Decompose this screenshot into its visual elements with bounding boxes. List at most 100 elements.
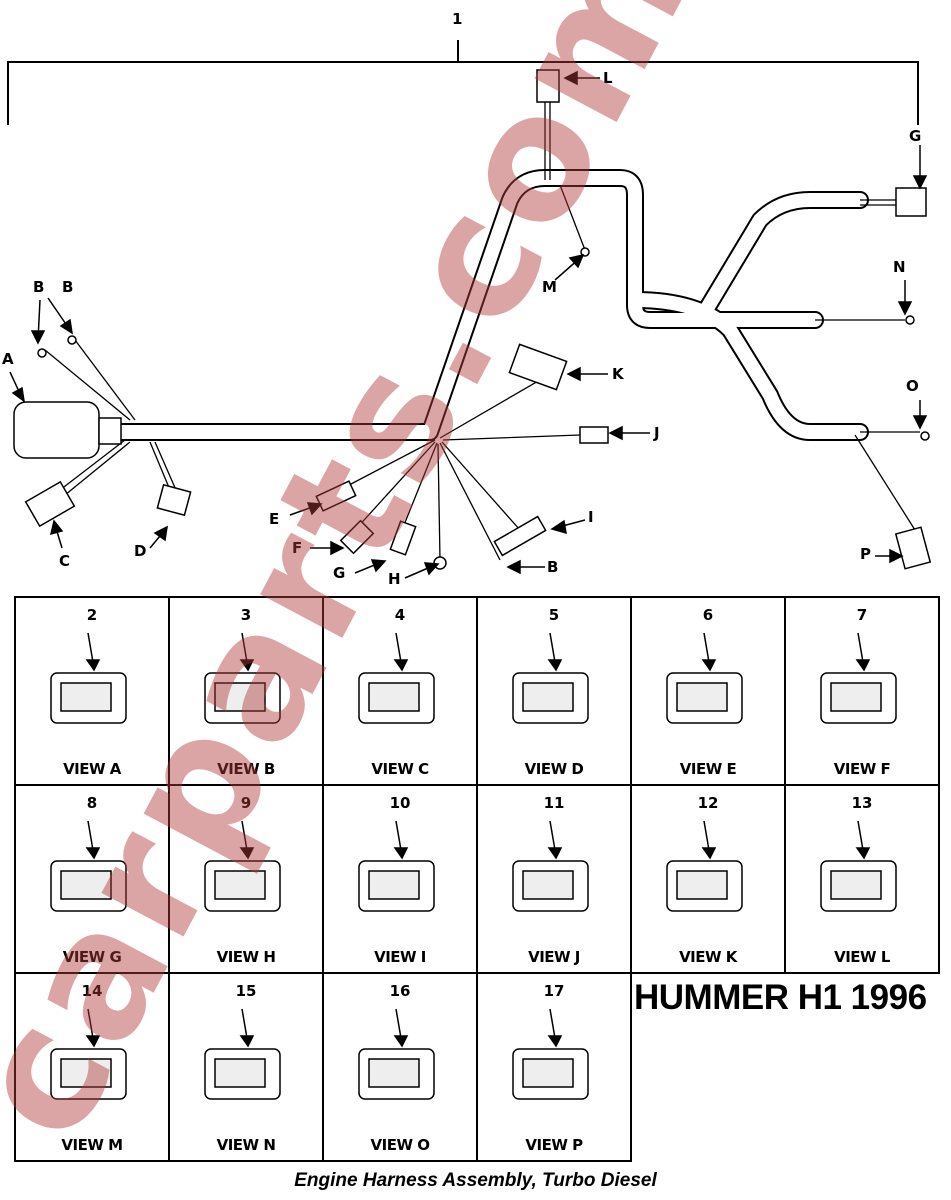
view-cell-h: 9 VIEW H	[168, 784, 324, 974]
label-f: F	[292, 539, 303, 557]
callout-number: 4	[394, 606, 406, 624]
view-cell-e: 6 VIEW E	[630, 596, 786, 786]
callout-arrows	[9, 70, 928, 579]
view-label: VIEW M	[61, 1136, 123, 1154]
label-e: E	[269, 510, 280, 528]
callout-number: 15	[235, 982, 257, 1000]
view-cell-f: 7 VIEW F	[784, 596, 940, 786]
callout-number: 3	[240, 606, 252, 624]
view-label: VIEW O	[370, 1136, 430, 1154]
connector-f	[339, 519, 375, 555]
view-cell-b: 3 VIEW B	[168, 596, 324, 786]
diagram-caption: Engine Harness Assembly, Turbo Diesel	[294, 1170, 657, 1191]
part-illustration	[204, 820, 281, 912]
part-illustration	[512, 820, 589, 912]
label-h: H	[388, 570, 401, 588]
callout-number: 16	[389, 982, 411, 1000]
part-illustration	[358, 820, 435, 912]
view-label: VIEW I	[374, 948, 426, 966]
view-label: VIEW P	[525, 1136, 583, 1154]
part-illustration	[512, 1008, 589, 1100]
view-cell-j: 11 VIEW J	[476, 784, 632, 974]
label-o: O	[906, 377, 919, 395]
callout-number: 11	[543, 794, 565, 812]
callout-number: 9	[240, 794, 252, 812]
view-cell-m: 14 VIEW M	[14, 972, 170, 1162]
view-label: VIEW B	[217, 760, 275, 778]
view-label: VIEW D	[524, 760, 584, 778]
view-label: VIEW L	[834, 948, 890, 966]
view-cell-o: 16 VIEW O	[322, 972, 478, 1162]
callout-number: 10	[389, 794, 411, 812]
part-illustration	[358, 632, 435, 724]
connector-c	[24, 480, 76, 528]
label-c: C	[59, 552, 71, 570]
assembly-number: 1	[452, 10, 463, 28]
connector-g-right	[895, 187, 927, 217]
label-b: B	[33, 278, 45, 296]
callout-number: 17	[543, 982, 565, 1000]
connector-g-left	[389, 520, 417, 556]
view-label: VIEW C	[371, 760, 429, 778]
view-label: VIEW E	[679, 760, 737, 778]
part-illustration	[50, 632, 127, 724]
label-l: L	[603, 69, 613, 87]
connector-d	[156, 483, 192, 517]
callout-number: 8	[86, 794, 98, 812]
callout-number: 14	[81, 982, 103, 1000]
view-cell-d: 5 VIEW D	[476, 596, 632, 786]
callout-number: 6	[702, 606, 714, 624]
part-illustration	[512, 632, 589, 724]
part-illustration	[820, 632, 897, 724]
label-m: M	[542, 278, 557, 296]
label-p: P	[860, 545, 871, 563]
connector-j	[579, 426, 609, 444]
callout-number: 12	[697, 794, 719, 812]
label-g-right: G	[909, 127, 922, 145]
harness-diagram	[7, 40, 932, 579]
view-cell-a: 2 VIEW A	[14, 596, 170, 786]
part-illustration	[50, 820, 127, 912]
view-label: VIEW H	[216, 948, 276, 966]
label-b-right: B	[547, 558, 559, 576]
part-illustration	[820, 820, 897, 912]
part-illustration	[666, 820, 743, 912]
label-g: G	[333, 564, 346, 582]
label-k: K	[612, 365, 624, 383]
label-i: I	[588, 508, 594, 526]
view-cell-i: 10 VIEW I	[322, 784, 478, 974]
part-illustration	[50, 1008, 127, 1100]
view-label: VIEW J	[528, 948, 580, 966]
harness-trunks	[111, 169, 869, 441]
connector-p	[894, 526, 932, 570]
connector-k	[508, 343, 568, 391]
connector-a	[13, 401, 100, 459]
part-illustration	[204, 632, 281, 724]
view-cell-g: 8 VIEW G	[14, 784, 170, 974]
part-illustration	[358, 1008, 435, 1100]
label-n: N	[893, 258, 906, 276]
part-illustration	[204, 1008, 281, 1100]
callout-number: 5	[548, 606, 560, 624]
connector-l	[536, 69, 560, 103]
view-label: VIEW K	[679, 948, 737, 966]
callout-number: 13	[851, 794, 873, 812]
connector-e	[315, 480, 357, 512]
view-label: VIEW G	[62, 948, 122, 966]
view-cell-c: 4 VIEW C	[322, 596, 478, 786]
assembly-bracket	[7, 40, 919, 125]
view-cell-p: 17 VIEW P	[476, 972, 632, 1162]
vehicle-title: HUMMER H1 1996	[634, 978, 927, 1017]
label-a: A	[2, 350, 14, 368]
label-j: J	[654, 424, 660, 442]
label-d: D	[134, 542, 147, 560]
view-label: VIEW N	[216, 1136, 276, 1154]
view-label: VIEW A	[63, 760, 121, 778]
view-label: VIEW F	[833, 760, 891, 778]
view-cell-k: 12 VIEW K	[630, 784, 786, 974]
part-illustration	[666, 632, 743, 724]
label-b-dup: B	[62, 278, 74, 296]
callout-number: 7	[856, 606, 868, 624]
view-cell-n: 15 VIEW N	[168, 972, 324, 1162]
connector-i	[493, 515, 547, 557]
